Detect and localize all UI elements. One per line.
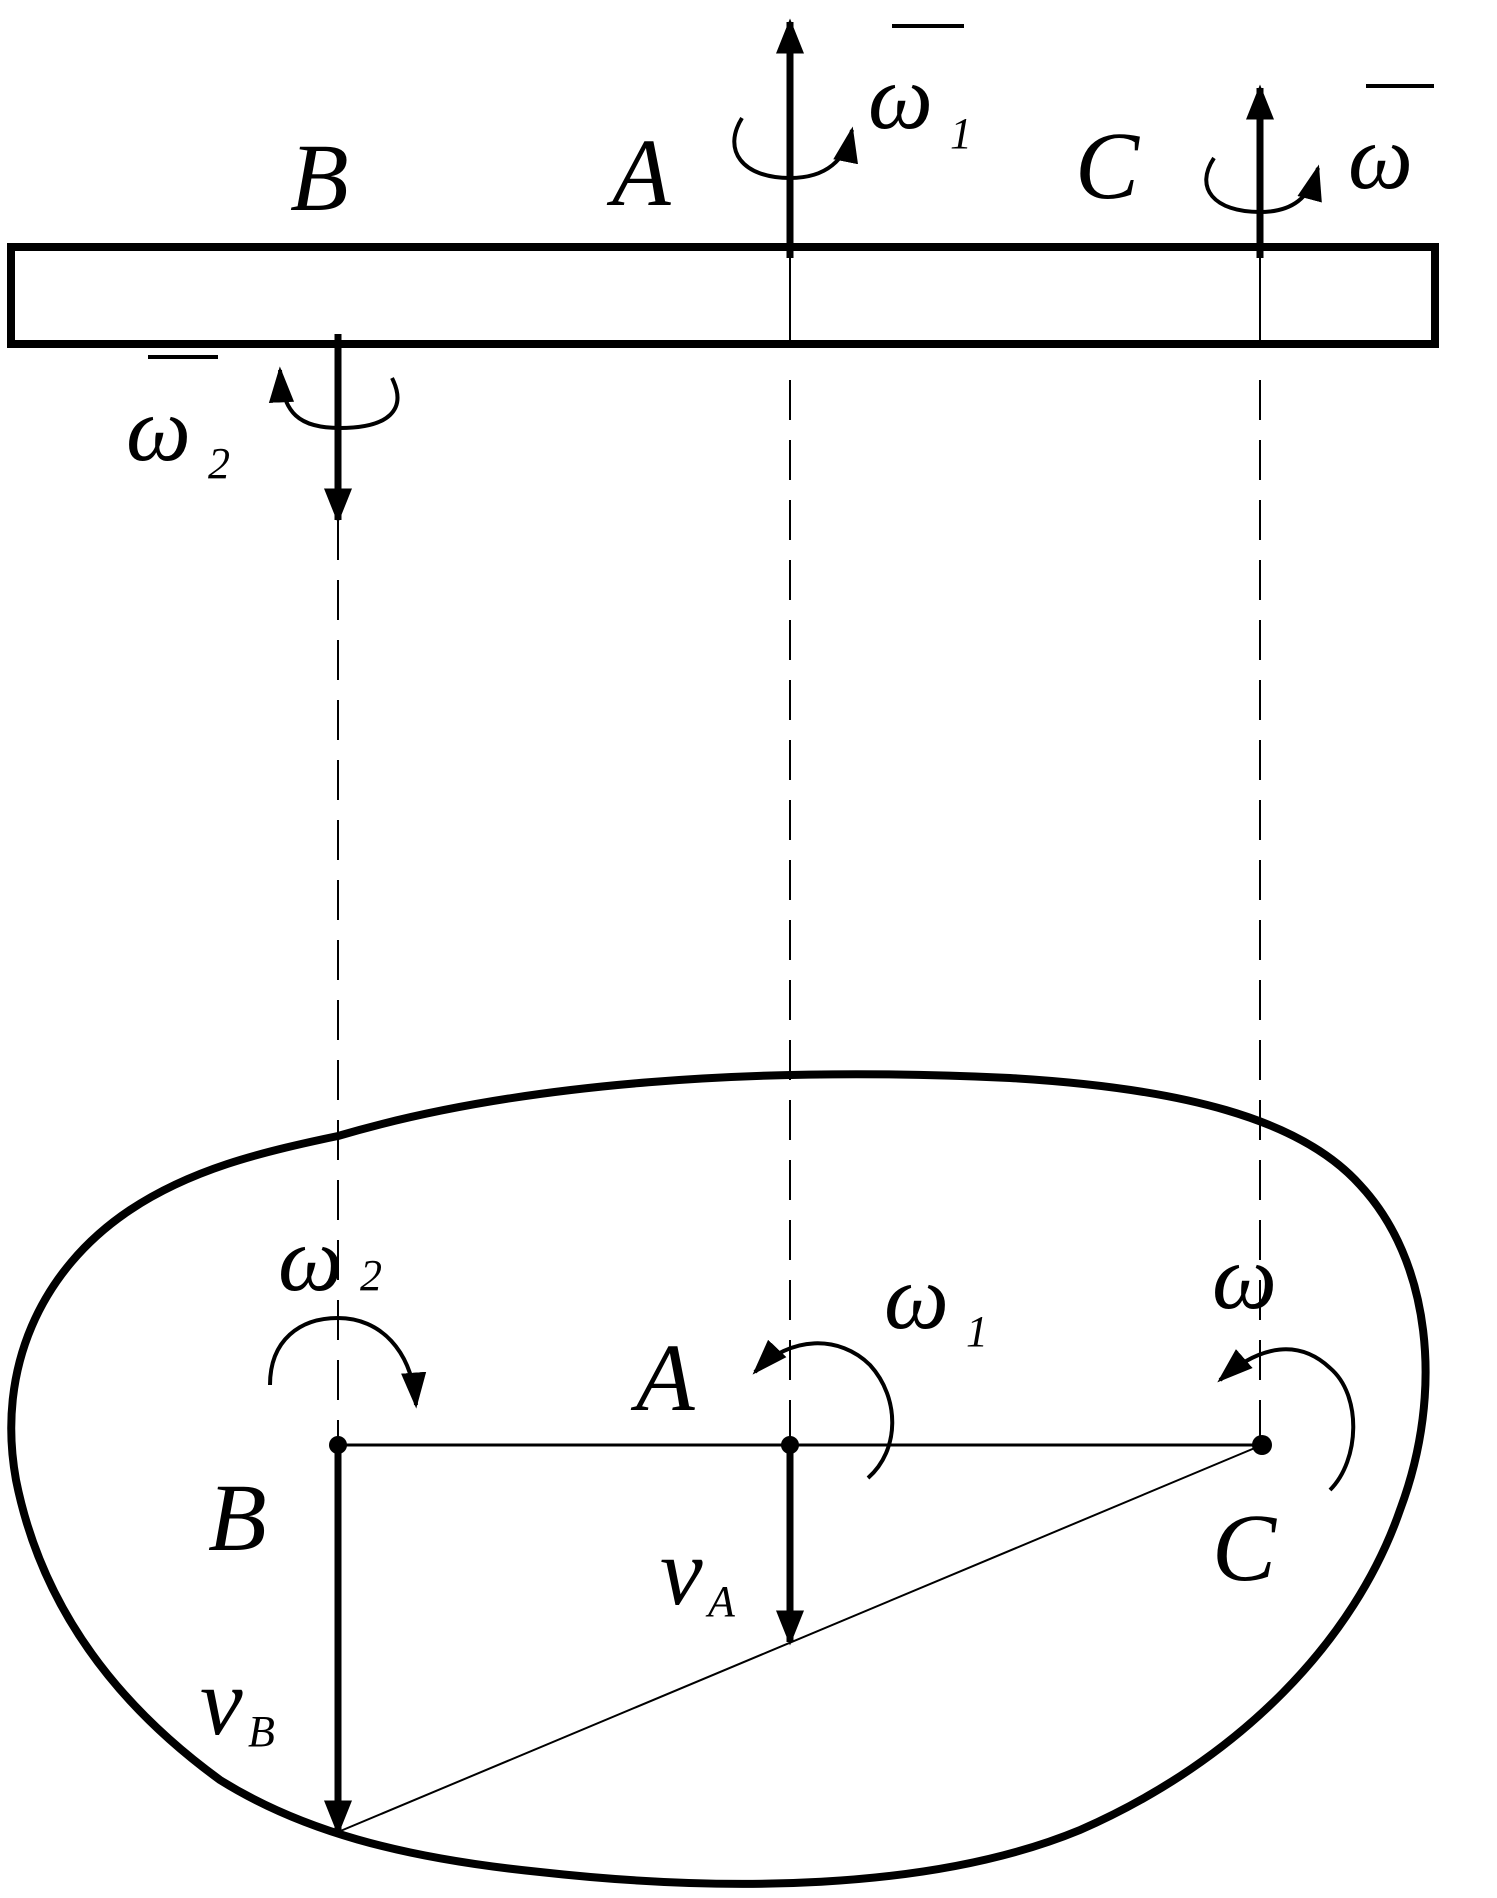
label-top-omega1: ω	[868, 46, 933, 148]
label-bot-omega2: ω	[278, 1208, 343, 1310]
label-bot-omega1: ω	[884, 1246, 949, 1348]
label-top-omega2-sub: 2	[208, 439, 230, 488]
omega-rotation-arrow-bottom	[1217, 1347, 1356, 1492]
omega2-rotation-arrow	[268, 366, 400, 431]
omega1-rotation-arrow-bottom	[752, 1339, 895, 1480]
rigid-body-outline	[7, 1070, 1430, 1888]
label-top-C: C	[1075, 112, 1140, 219]
omega1-rotation-arrow	[732, 116, 858, 181]
label-top-omega1-sub: 1	[950, 109, 972, 158]
label-vA-sub: A	[705, 1577, 736, 1626]
label-top-omega: ω	[1348, 106, 1413, 208]
label-bot-C: C	[1212, 1494, 1277, 1601]
omega2-rotation-arrow-bottom	[268, 1315, 427, 1409]
label-top-omega2: ω	[126, 378, 191, 480]
label-bot-A: A	[630, 1324, 695, 1431]
bar-side-view	[7, 243, 1439, 348]
label-bot-B: B	[208, 1464, 267, 1571]
point-C	[1252, 1435, 1272, 1455]
omega-rotation-arrow	[1204, 156, 1322, 215]
label-bot-omega2-sub: 2	[360, 1251, 382, 1300]
velocity-distribution-line	[337, 1444, 1263, 1833]
label-vB: v	[200, 1648, 243, 1755]
label-vB-sub: B	[248, 1707, 275, 1756]
label-bot-omega1-sub: 1	[966, 1307, 988, 1356]
label-top-B: B	[290, 124, 349, 231]
label-bot-omega: ω	[1212, 1226, 1277, 1328]
label-vA: v	[660, 1518, 703, 1625]
label-top-A: A	[606, 119, 671, 226]
